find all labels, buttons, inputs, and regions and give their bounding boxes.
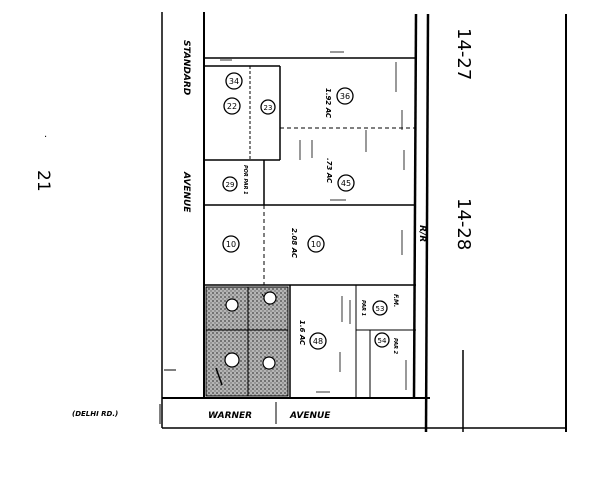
- acreage-label-48: 1.6 AC: [298, 320, 306, 346]
- parcel-number: 22: [227, 102, 237, 111]
- acreage-label-45: .73 AC: [325, 158, 333, 184]
- dimension-ticks: [220, 51, 407, 393]
- dot-mark: ·: [44, 132, 47, 143]
- parcel-36-marker: 36: [336, 87, 354, 105]
- parcel-23-marker: 23: [260, 99, 276, 115]
- por-parcel-label: POR PAR 1: [242, 165, 248, 195]
- shaded-parcel-circle: [225, 298, 239, 312]
- parcel-53-marker: 53: [372, 300, 388, 316]
- parcel-number: 34: [229, 77, 239, 86]
- map-page-ref-bottom: 14-28: [453, 198, 474, 250]
- acreage-label-36: 1.92 AC: [324, 88, 332, 119]
- parcel-number: 48: [313, 337, 323, 346]
- fm-label: F.M.: [392, 294, 399, 307]
- shaded-parcel-area: [205, 286, 289, 397]
- standard-street-label: STANDARD: [181, 40, 191, 96]
- railroad-label: R/R: [417, 225, 427, 242]
- arrow-mark: [215, 367, 223, 386]
- railroad-line-east: [424, 13, 430, 433]
- standard-avenue-label: AVENUE: [181, 171, 191, 213]
- shaded-parcel-circle: [263, 291, 277, 305]
- parcel-10-east-marker: 10: [307, 235, 325, 253]
- delhi-road-label: (DELHI RD.): [72, 410, 118, 418]
- par-1-label: PAR 1: [360, 300, 366, 316]
- acreage-label-10: 2.08 AC: [290, 228, 298, 259]
- parcel-number: 45: [341, 179, 351, 188]
- parcel-number: 53: [376, 305, 385, 313]
- parcel-34-marker: 34: [225, 72, 243, 90]
- parcel-number: 54: [378, 337, 387, 345]
- railroad-line-west: [412, 13, 418, 399]
- parcel-number: 10: [226, 240, 236, 249]
- parcel-number: 10: [311, 240, 321, 249]
- shaded-parcel-circle: [262, 356, 276, 370]
- warner-street-label: WARNER: [208, 411, 252, 421]
- par-2-label: PAR 2: [392, 338, 398, 355]
- parcel-22-marker: 22: [223, 97, 241, 115]
- map-page-ref-top: 14-27: [453, 28, 474, 80]
- parcel-number: 29: [226, 181, 235, 189]
- parcel-number: 36: [340, 92, 350, 101]
- parcel-number: 23: [264, 104, 273, 112]
- parcel-48-marker: 48: [309, 332, 327, 350]
- shaded-parcel-circle: [224, 352, 240, 368]
- parcel-45-marker: 45: [337, 174, 355, 192]
- parcel-10-west-marker: 10: [222, 235, 240, 253]
- parcel-54-marker: 54: [374, 332, 390, 348]
- warner-avenue-label: AVENUE: [289, 411, 331, 421]
- parcel-29-marker: 29: [222, 176, 238, 192]
- page-ref-label: 21: [33, 170, 53, 192]
